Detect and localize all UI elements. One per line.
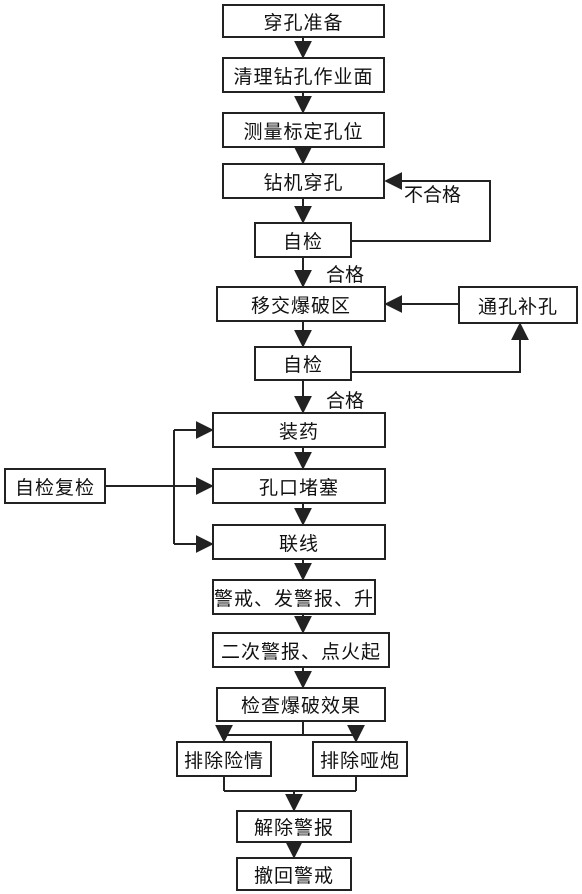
arrow-to-refill xyxy=(352,322,529,373)
step-charging: 装药 xyxy=(212,412,386,448)
step-release-alarm: 解除警报 xyxy=(236,810,352,843)
arrow-fail-loop xyxy=(352,172,491,242)
step-clear-drilling-surface: 清理钻孔作业面 xyxy=(222,57,385,93)
step-inspect-blast-result: 检查爆破效果 xyxy=(216,687,386,722)
step-self-check-1: 自检 xyxy=(254,222,352,258)
step-clear-misfires: 排除哑炮 xyxy=(312,741,408,777)
step-alert-alarm: 警戒、发警报、升 xyxy=(212,579,376,615)
step-clear-hazards: 排除险情 xyxy=(176,741,272,777)
step-handover-blast-zone: 移交爆破区 xyxy=(216,286,386,322)
step-hole-stemming: 孔口堵塞 xyxy=(212,468,386,504)
label-pass-2: 合格 xyxy=(326,390,365,412)
step-survey-hole-position: 测量标定孔位 xyxy=(222,112,385,148)
label-pass-1: 合格 xyxy=(326,264,365,286)
step-perforation-prep: 穿孔准备 xyxy=(222,4,385,38)
label-fail: 不合格 xyxy=(404,184,462,206)
step-self-check-2: 自检 xyxy=(254,346,352,381)
side-self-recheck: 自检复检 xyxy=(4,468,106,504)
step-drill-perforation: 钻机穿孔 xyxy=(222,163,385,199)
step-withdraw-alert: 撤回警戒 xyxy=(236,857,352,891)
step-wiring: 联线 xyxy=(212,524,386,560)
side-refill-hole: 通孔补孔 xyxy=(458,286,578,324)
step-second-alarm-ignite: 二次警报、点火起 xyxy=(212,632,390,668)
